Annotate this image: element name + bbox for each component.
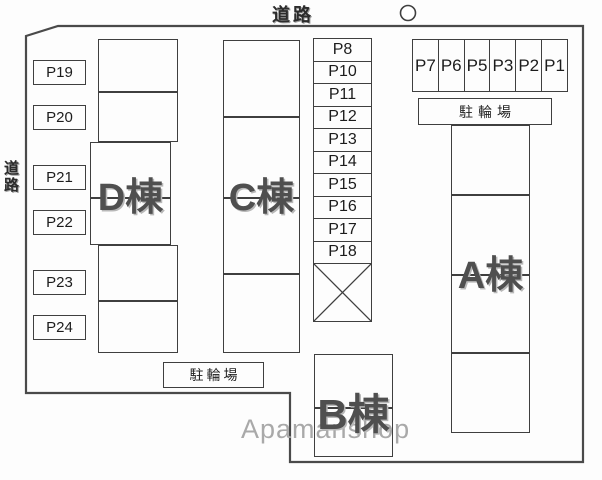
parking-stall-p8: P8	[314, 39, 371, 62]
parking-stall-p2: P2	[516, 40, 543, 91]
bicycle-parking-top: 駐輪場	[418, 98, 552, 125]
parking-stall-p13: P13	[314, 129, 371, 152]
section-divider	[452, 352, 529, 354]
section-divider	[224, 197, 299, 199]
building-a-label: A棟	[457, 255, 524, 297]
parking-row-top: P7 P6 P5 P3 P2 P1	[412, 39, 568, 92]
parking-stall-p15: P15	[314, 174, 371, 197]
section-divider	[99, 91, 177, 93]
section-divider	[315, 407, 392, 409]
parking-stall-p7: P7	[413, 40, 439, 91]
cross-icon	[314, 264, 371, 321]
parking-stall-p23: P23	[33, 270, 86, 295]
parking-stall-p21: P21	[33, 165, 86, 190]
parking-stall-p10: P10	[314, 62, 371, 84]
site-outline	[24, 24, 585, 464]
section-divider	[452, 194, 529, 196]
parking-stall-p18: P18	[314, 242, 371, 264]
parking-stall-p20: P20	[33, 105, 86, 130]
parking-column-middle: P8 P10 P11 P12 P13 P14 P15 P16 P17 P18	[313, 38, 372, 322]
building-d-label: D棟	[97, 177, 164, 219]
parking-stall-p16: P16	[314, 197, 371, 219]
section-divider	[91, 197, 170, 199]
section-divider	[224, 116, 299, 118]
building-c: C棟	[223, 40, 300, 353]
parking-stall-p1: P1	[544, 55, 565, 75]
building-d: D棟	[90, 142, 171, 245]
parking-stall-p12: P12	[314, 107, 371, 129]
parking-stall-p24: P24	[33, 315, 86, 340]
parking-stall-p14: P14	[314, 152, 371, 174]
building-b-label: B棟	[317, 391, 390, 438]
parking-stall-p22: P22	[33, 210, 86, 235]
road-label-top: 道路	[272, 5, 314, 25]
parking-stall-p6: P6	[439, 40, 465, 91]
building-c-label: C棟	[228, 177, 295, 219]
parking-stall-p19: P19	[33, 60, 86, 85]
building-a: A棟	[451, 125, 530, 433]
parking-stall-p11: P11	[314, 84, 371, 107]
building-b: B棟	[314, 354, 393, 457]
section-divider	[99, 300, 177, 302]
building-d-bottom-section	[98, 245, 178, 353]
road-label-left: 道路	[2, 160, 19, 194]
building-d-top-section	[98, 39, 178, 142]
watermark: Apamanshop	[241, 414, 411, 444]
parking-stall-p5: P5	[465, 40, 491, 91]
bicycle-parking-bottom: 駐輪場	[163, 362, 264, 388]
parking-stall-p3: P3	[490, 40, 517, 91]
section-divider	[452, 274, 529, 276]
parking-stall-p17: P17	[314, 219, 371, 242]
crossed-stall	[314, 264, 371, 321]
circle-marker-icon	[399, 4, 417, 22]
section-divider	[224, 273, 299, 275]
